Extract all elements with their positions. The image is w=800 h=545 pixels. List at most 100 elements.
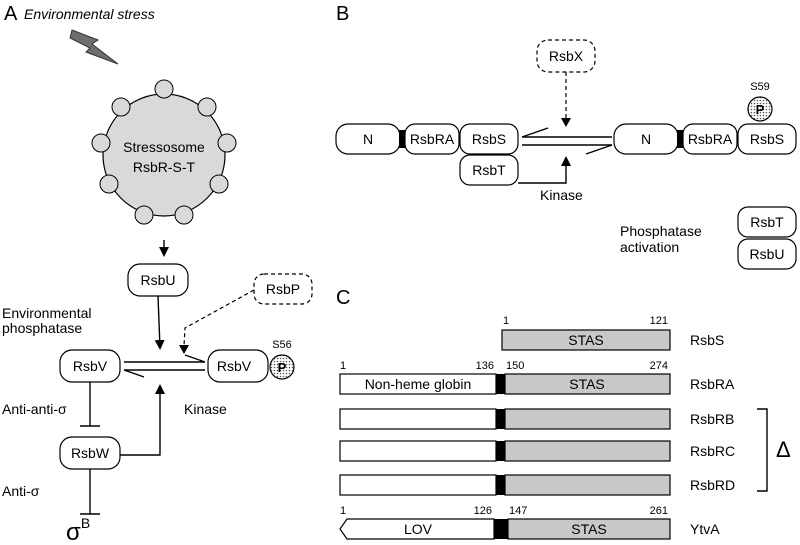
domain-start: 1 (340, 360, 346, 372)
rsbra-left-box (404, 123, 460, 155)
stressosome-subunit (134, 205, 154, 225)
panel-c-label: C (336, 287, 350, 309)
rsbra-left-label: RsbRA (410, 131, 455, 147)
rsbu-to-reaction-arrow (154, 295, 165, 350)
stressosome-subunit (217, 133, 237, 153)
protein-name: RsbRA (690, 376, 735, 392)
linker-right (677, 130, 683, 148)
stas-label: STAS (568, 332, 604, 348)
n-domain (339, 408, 497, 430)
reversible-reaction-b (521, 127, 613, 155)
rsbw-kinase-arrow (120, 384, 165, 456)
domain-start: 150 (506, 360, 524, 372)
linker (496, 441, 505, 461)
kinase-label-a: Kinase (184, 401, 227, 417)
phosphatase-activation-label-1: Phosphatase (620, 223, 702, 239)
domain-start: 1 (340, 505, 346, 517)
panel-c: C STAS 1 121 RsbS Non-heme globin STAS 1… (336, 287, 791, 540)
domain-row-rsbrd: RsbRD (339, 474, 735, 496)
lov-domain (339, 518, 495, 540)
panel-b: B RsbX N RsbRA RsbS RsbT Kinase N (335, 3, 797, 270)
rsbu-free-box (737, 238, 797, 270)
protein-name: RsbRD (690, 477, 735, 493)
rsbt-free-label: RsbT (750, 214, 784, 230)
rsbp-arrowhead (179, 345, 189, 354)
domain-end: 261 (650, 505, 668, 517)
rsbs-left-box (459, 123, 519, 155)
stas-domain (504, 474, 671, 496)
domain-end: 121 (650, 315, 668, 327)
stressosome-subunit (154, 79, 174, 99)
rsbt-left-label: RsbT (472, 162, 506, 178)
phospho-badge-icon (747, 96, 773, 122)
panel-a-label: A (4, 3, 18, 25)
stas-domain (507, 518, 671, 540)
stas-domain (501, 329, 671, 351)
n-domain-left-label: N (363, 131, 373, 147)
globin-label: Non-heme globin (365, 376, 472, 392)
domain-row-rsbra: Non-heme globin STAS 1 136 150 274 RsbRA (339, 360, 735, 395)
protein-name: RsbRB (690, 411, 734, 427)
linker (496, 475, 505, 495)
phospho-label-b: P (756, 102, 765, 117)
protein-name: RsbRC (690, 443, 735, 459)
stressosome-name: Stressosome (123, 139, 205, 155)
stas-label: STAS (569, 376, 605, 392)
domain-end: 274 (650, 360, 668, 372)
stressosome-subunit (197, 97, 217, 117)
stressosome-subunit (111, 97, 131, 117)
rsbt-kinase-arrow (518, 156, 571, 184)
rsbp-box (253, 273, 313, 305)
panel-a: A Environmental stress Stressosome RsbR-… (2, 3, 313, 545)
domain-start: 1 (503, 315, 509, 327)
linker (494, 519, 508, 539)
rsbv-left-label: RsbV (73, 358, 108, 374)
domain-start: 147 (509, 505, 527, 517)
anti-sigma-label: Anti-σ (2, 483, 40, 499)
domain-row-ytva: LOV STAS 1 126 147 261 YtvA (339, 505, 720, 540)
domain-end: 126 (474, 505, 492, 517)
phospho-label: P (278, 360, 287, 375)
stas-domain (504, 440, 671, 462)
stressosome-subunit (91, 133, 111, 153)
stas-domain (504, 373, 671, 395)
rsbra-s-complex-right: N RsbRA RsbS S59 P (613, 81, 797, 155)
rsbv-right-box (207, 349, 269, 383)
kinase-label-b: Kinase (540, 187, 583, 203)
rsbu-free-label: RsbU (749, 246, 784, 262)
lightning-bolt-icon (69, 29, 119, 65)
rsbx-arrowhead (561, 118, 571, 127)
panel-b-label: B (336, 3, 349, 25)
environmental-stress-label: Environmental stress (24, 6, 155, 22)
stressosome-subunit (209, 174, 229, 194)
stas-domain (504, 408, 671, 430)
rsbv-right-label: RsbV (217, 358, 252, 374)
domain-end: 136 (476, 360, 494, 372)
domain-row-rsbrc: RsbRC (339, 440, 735, 462)
env-phosphatase-label-1: Environmental (2, 305, 92, 321)
lov-label: LOV (404, 521, 433, 537)
sigma-b-label: σB (66, 515, 90, 545)
rsbra-right-label: RsbRA (688, 131, 733, 147)
delta-bracket (757, 408, 768, 492)
phosphatase-activation-label-2: activation (620, 239, 679, 255)
rsbp-label: RsbP (266, 281, 300, 297)
rsbs-right-label: RsbS (750, 131, 784, 147)
rsbra-s-complex-left: N RsbRA RsbS RsbT (335, 123, 519, 186)
rsbs-right-box (737, 123, 797, 155)
anti-anti-sigma-label: Anti-anti-σ (2, 401, 67, 417)
rsbs-left-label: RsbS (472, 131, 506, 147)
n-domain-right-label: N (641, 131, 651, 147)
rsbv-site-label: S56 (272, 339, 292, 351)
rsbx-label: RsbX (549, 48, 584, 64)
env-phosphatase-label-2: phosphatase (2, 320, 82, 336)
phospho-badge-icon (269, 354, 295, 380)
stressosome-subunit (174, 205, 194, 225)
linker-left (399, 130, 405, 148)
rsbw-label: RsbW (71, 445, 110, 461)
stressosome-components: RsbR-S-T (133, 159, 196, 175)
stressosome-subunit (99, 174, 119, 194)
domain-row-rsbs: STAS 1 121 RsbS (501, 315, 724, 351)
rsbt-free-box (737, 206, 797, 238)
